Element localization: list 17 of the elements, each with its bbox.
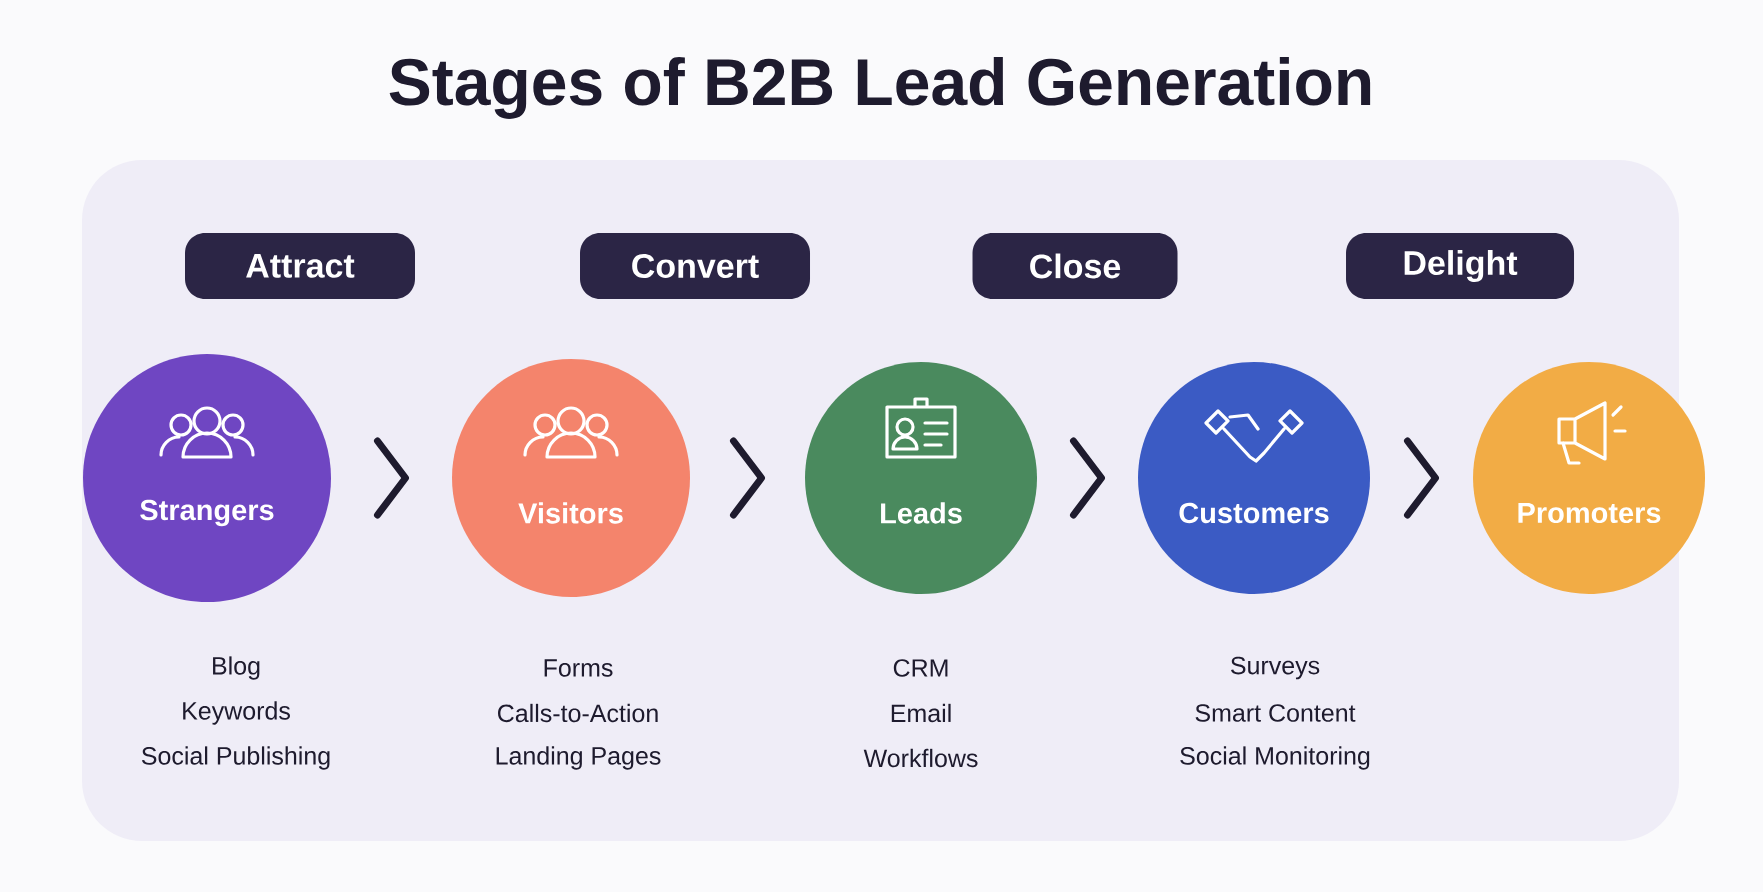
stage-label: Convert: [580, 233, 810, 299]
title: Stages of B2B Lead Generation: [389, 57, 1371, 119]
tool-label: Smart Content: [1195, 704, 1356, 722]
tool-label: Keywords: [183, 701, 290, 725]
tool-label: Workflows: [863, 748, 978, 768]
tool-label: Forms: [544, 659, 613, 677]
tool-label: Blog: [213, 656, 260, 680]
tool-label: CRM: [893, 659, 948, 677]
stage-label: Close: [972, 233, 1178, 299]
stage-label: Delight: [1346, 233, 1574, 299]
stage-label: Attract: [185, 233, 415, 299]
tool-label: Calls-to-Action: [498, 703, 658, 723]
tool-label: Social Publishing: [141, 746, 330, 770]
tool-label: Landing Pages: [496, 746, 661, 770]
tool-label: Email: [891, 703, 951, 723]
tool-label: Social Monitoring: [1180, 746, 1370, 770]
tool-label: Surveys: [1231, 656, 1320, 680]
